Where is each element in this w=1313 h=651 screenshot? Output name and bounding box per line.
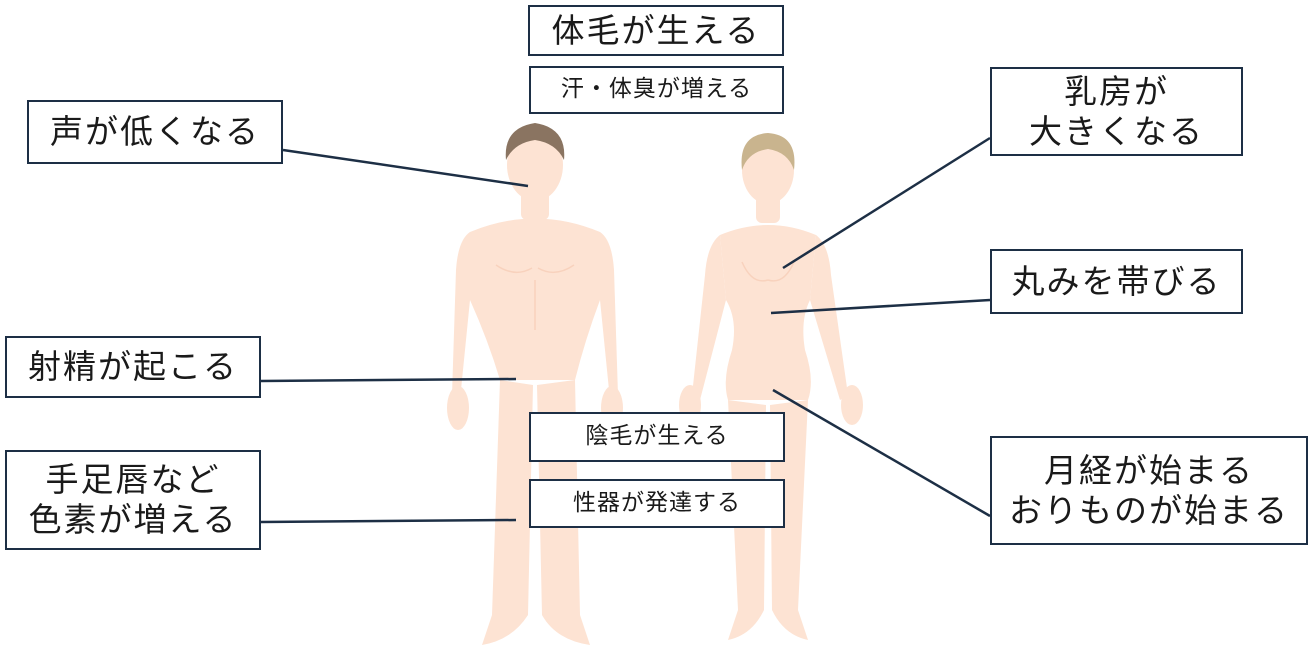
leader-menstruation: [772, 388, 991, 518]
leader-voice: [282, 148, 529, 188]
label-pigment: 手足唇など 色素が増える: [5, 450, 261, 550]
label-breasts: 乳房が 大きくなる: [990, 67, 1243, 156]
label-rounded: 丸みを帯びる: [990, 249, 1243, 314]
male-body-figure: [447, 129, 623, 645]
label-sweat-odor: 汗・体臭が増える: [529, 66, 784, 114]
leader-ejaculation: [260, 377, 517, 383]
female-body-shading: [741, 261, 795, 282]
male-body-shading: [495, 264, 575, 330]
leader-pigment: [260, 518, 517, 524]
label-pubic-hair: 陰毛が生える: [529, 412, 785, 462]
leader-lines: [260, 136, 991, 524]
female-body-figure: [679, 136, 863, 640]
label-menstruation: 月経が始まる おりものが始まる: [990, 436, 1308, 545]
label-genitals: 性器が発達する: [529, 479, 785, 528]
male-hair: [505, 123, 565, 160]
leader-rounded: [770, 298, 991, 315]
label-voice-lower: 声が低くなる: [27, 100, 283, 164]
label-ejaculation: 射精が起こる: [5, 336, 261, 398]
female-hair: [741, 133, 795, 170]
leader-breasts: [782, 136, 991, 270]
label-body-hair: 体毛が生える: [528, 5, 784, 56]
